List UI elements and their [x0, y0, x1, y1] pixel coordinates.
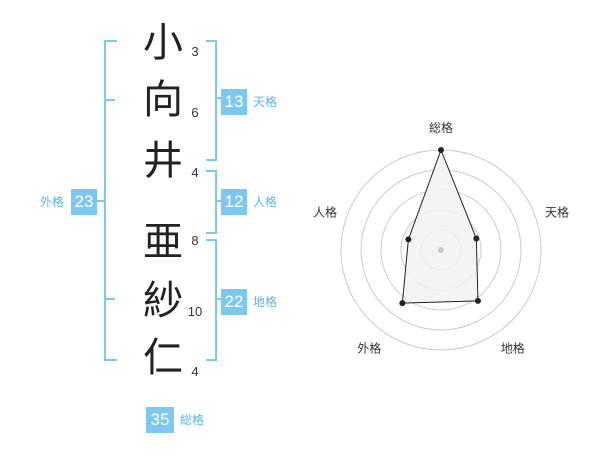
stroke-count-3: 4 — [191, 165, 199, 180]
jinkaku-bracket — [206, 170, 217, 234]
jinkaku-bracket-tick — [215, 200, 221, 202]
gaikaku-tick-lower — [104, 298, 115, 300]
name-char-3: 井 — [143, 138, 183, 184]
gaikaku-badge: 23 — [71, 189, 97, 215]
gaikaku-bracket-tick — [96, 200, 106, 202]
radar-point-5 — [405, 236, 412, 243]
name-char-2: 向 — [143, 77, 183, 123]
chikaku-bracket — [206, 239, 217, 361]
radar-label-4: 外格 — [357, 341, 381, 356]
radar-point-2 — [473, 235, 480, 242]
jinkaku-badge: 12 — [221, 189, 247, 215]
stroke-count-1: 3 — [191, 44, 199, 59]
radar-label-1: 総格 — [429, 120, 453, 135]
radar-label-3: 地格 — [501, 341, 525, 356]
jinkaku-label: 人格 — [253, 195, 278, 209]
radar-polygon — [401, 148, 479, 304]
soukaku-label: 総格 — [180, 413, 205, 427]
stroke-count-2: 6 — [191, 105, 199, 120]
radar-point-4 — [399, 300, 406, 307]
stroke-count-6: 4 — [191, 364, 199, 379]
tenkaku-bracket-tick — [215, 97, 221, 99]
name-char-4: 亜 — [143, 219, 183, 265]
radar-label-2: 天格 — [545, 204, 569, 219]
name-char-1: 小 — [143, 20, 183, 66]
stroke-count-5: 10 — [187, 304, 203, 319]
radar-label-5: 人格 — [313, 204, 337, 219]
soukaku-badge: 35 — [146, 407, 174, 433]
gaikaku-label: 外格 — [40, 195, 65, 209]
stroke-count-4: 8 — [191, 233, 199, 248]
tenkaku-label: 天格 — [253, 95, 278, 109]
radar-center-dot — [438, 247, 444, 253]
radar-point-3 — [474, 297, 481, 304]
gaikaku-tick-upper — [104, 99, 115, 101]
chikaku-badge: 22 — [221, 289, 247, 315]
name-char-5: 紗 — [143, 278, 183, 324]
name-char-6: 仁 — [143, 335, 183, 381]
radar-point-1 — [438, 147, 444, 153]
chikaku-bracket-tick — [215, 298, 221, 300]
chikaku-label: 地格 — [253, 295, 278, 309]
tenkaku-badge: 13 — [221, 89, 247, 115]
radar-points — [399, 147, 481, 307]
tenkaku-bracket — [206, 40, 217, 161]
